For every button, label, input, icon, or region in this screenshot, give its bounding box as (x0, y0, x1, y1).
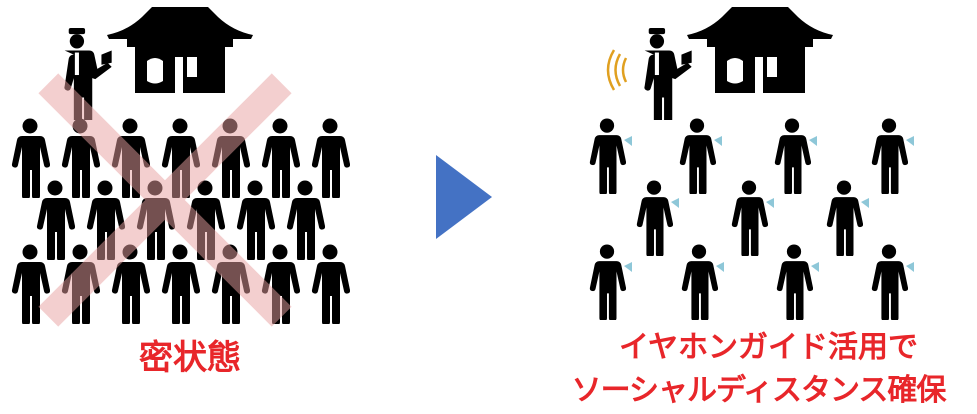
visitor-with-earphone (776, 244, 819, 320)
visitor-with-earphone (636, 180, 679, 256)
person-icon (11, 244, 50, 324)
visitor-with-earphone (871, 244, 914, 320)
visitor-with-earphone (681, 244, 724, 320)
crowded-illustration (11, 7, 350, 327)
temple-gate-icon (107, 7, 253, 93)
visitor-with-earphone (826, 180, 869, 256)
distanced-state-panel: イヤホンガイド活用で ソーシャルディスタンス確保 (540, 0, 977, 414)
social-distance-caption: ソーシャルディスタンス確保 (571, 373, 947, 408)
visitor-with-earphone (589, 118, 632, 194)
cross-mark-icon (38, 73, 292, 327)
visitor-with-earphone (774, 118, 817, 194)
earphone-guide-caption: イヤホンガイド活用で (618, 330, 919, 365)
crowded-state-panel: 密状態 (0, 0, 420, 414)
visitor-with-earphone (731, 180, 774, 256)
person-icon (286, 180, 325, 260)
person-icon (261, 118, 300, 198)
person-icon (11, 118, 50, 198)
right-arrow-icon (436, 155, 492, 239)
person-icon (161, 244, 200, 324)
person-icon (311, 118, 350, 198)
visitor-with-earphone (679, 118, 722, 194)
person-icon (311, 244, 350, 324)
crowded-state-caption: 密状態 (139, 338, 241, 378)
visitor-with-earphone (589, 244, 632, 320)
visitor-group (589, 118, 914, 320)
visitor-with-earphone (871, 118, 914, 194)
tour-guide-icon (644, 28, 692, 120)
person-icon (236, 180, 275, 260)
temple-gate-icon (687, 7, 833, 93)
distanced-illustration (589, 7, 914, 320)
person-icon (36, 180, 75, 260)
